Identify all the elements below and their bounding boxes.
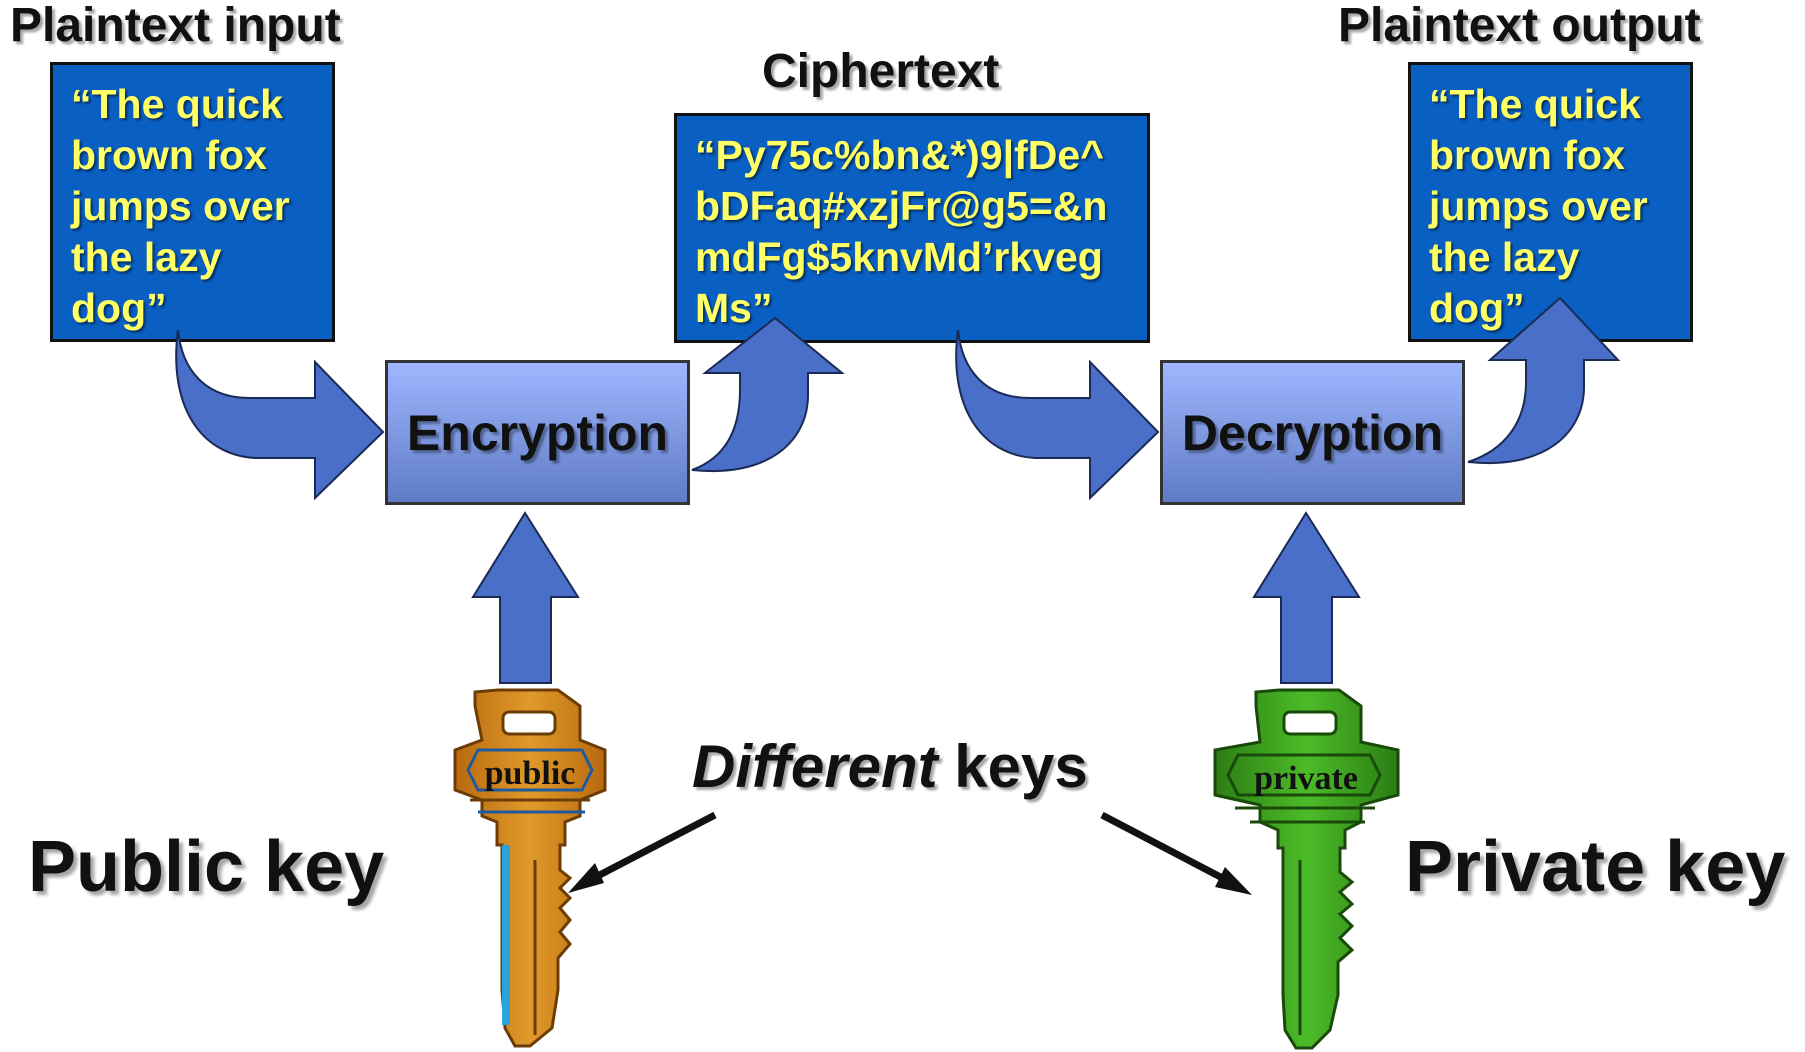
different-word: Different [692, 733, 938, 800]
pointer-arrow-to-private-key [1100, 811, 1252, 895]
decryption-box: Decryption [1160, 360, 1465, 505]
public-key-icon: public [453, 688, 607, 1048]
private-key-label: Private key [1405, 827, 1786, 907]
decryption-label: Decryption [1181, 404, 1444, 461]
curved-arrow-to-output [1467, 296, 1621, 465]
plaintext-output-box: “The quick brown fox jumps over the lazy… [1408, 62, 1693, 342]
encryption-label: Encryption [406, 404, 669, 461]
keys-word: keys [954, 733, 1088, 800]
public-key-tag: public [485, 755, 576, 792]
ciphertext-heading: Ciphertext [762, 45, 1000, 98]
curved-arrow-to-decryption [955, 329, 1160, 501]
curved-arrow-to-ciphertext [691, 316, 845, 473]
private-key-tag: private [1254, 760, 1358, 797]
pointer-arrow-to-public-key [568, 811, 717, 893]
plaintext-input-box: “The quick brown fox jumps over the lazy… [50, 62, 335, 342]
plaintext-output-heading: Plaintext output [1338, 0, 1701, 52]
public-key-label: Public key [28, 827, 385, 907]
curved-arrow-to-encryption [175, 329, 385, 501]
ciphertext-box: “Py75c%bn&*)9|fDe^ bDFaq#xzjFr@g5=&n mdF… [674, 113, 1150, 343]
up-arrow-public-key [471, 511, 580, 684]
plaintext-input-heading: Plaintext input [10, 0, 341, 52]
private-key-icon: private [1213, 688, 1400, 1050]
different-keys-label: Different keys [692, 732, 1088, 801]
up-arrow-private-key [1252, 511, 1361, 684]
encryption-box: Encryption [385, 360, 690, 505]
